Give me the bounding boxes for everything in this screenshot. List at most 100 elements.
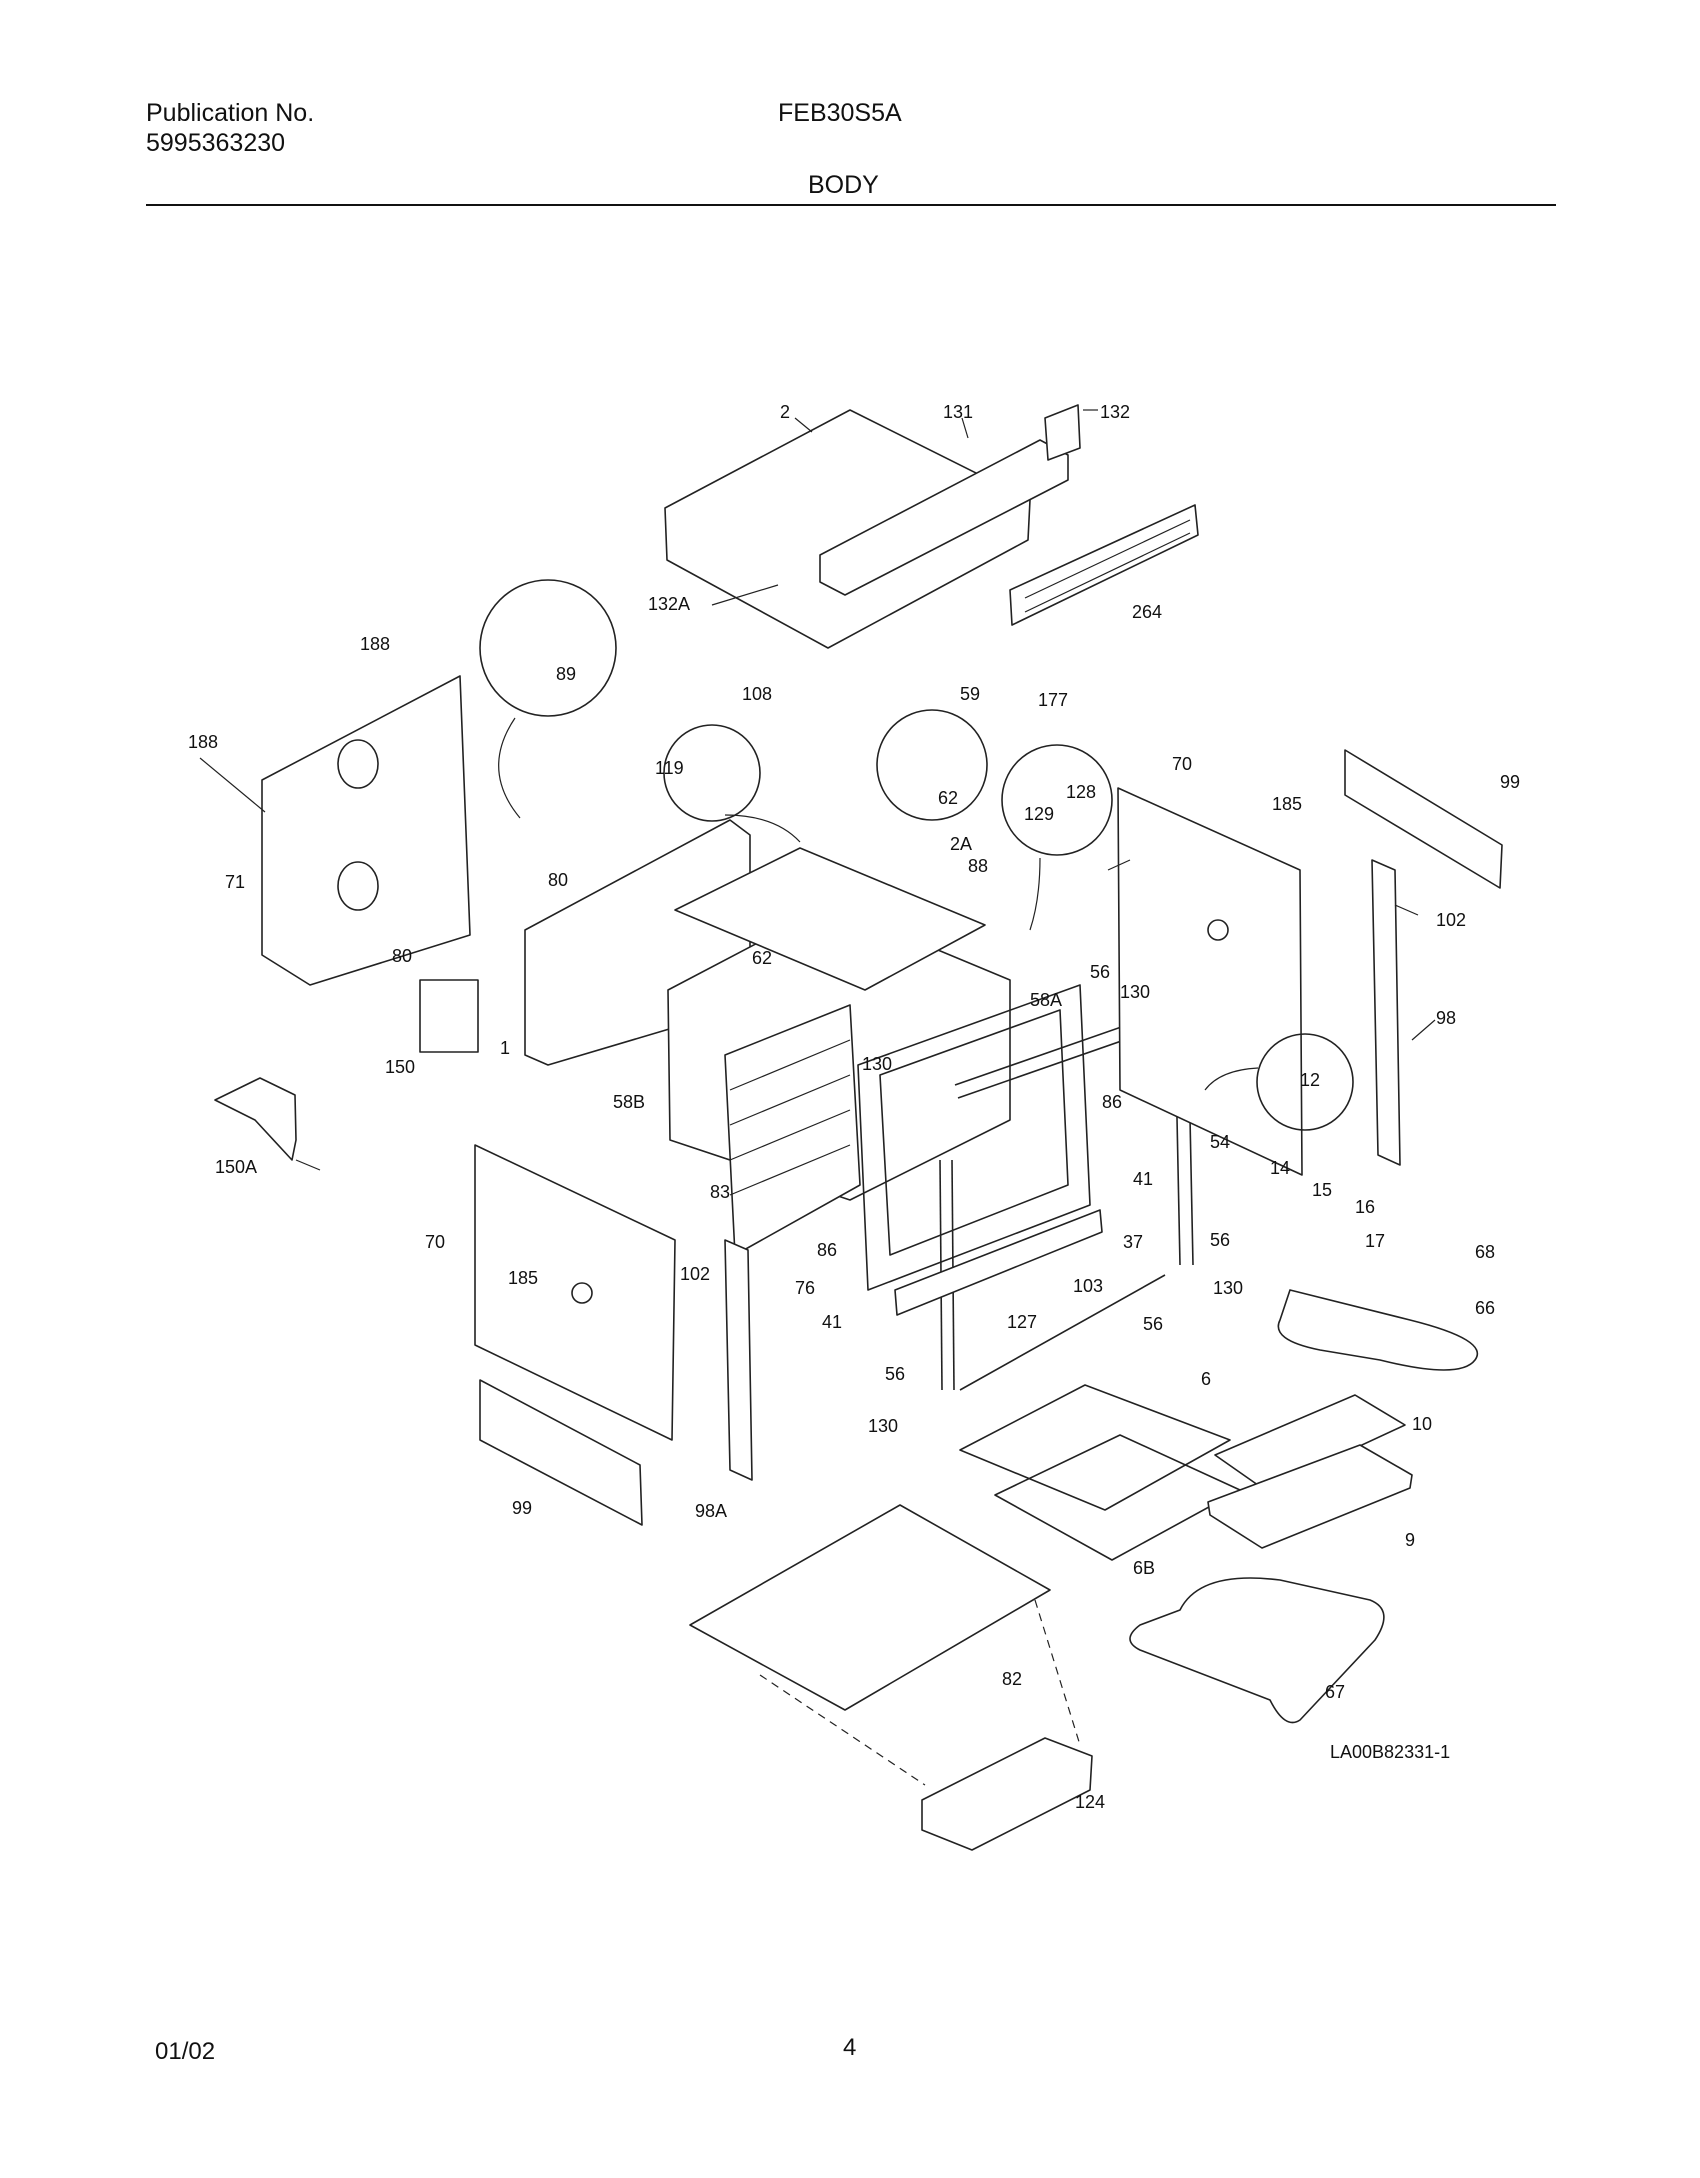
- bracket-98a: [724, 1239, 753, 1481]
- front-frame-part: [857, 984, 1091, 1291]
- panel-hole: [1207, 919, 1229, 941]
- callout-132: 132: [1100, 402, 1130, 422]
- callout-89: 89: [556, 664, 576, 684]
- side-panel-71: [261, 675, 471, 986]
- panel-hole: [571, 1282, 593, 1304]
- callout-68: 68: [1475, 1242, 1495, 1262]
- broiler-grid-10: [1214, 1394, 1406, 1491]
- inset-detail-119: [663, 724, 761, 822]
- publication-label: Publication No.: [146, 99, 315, 127]
- header-rule: [146, 204, 1556, 206]
- callout-54: 54: [1210, 1132, 1230, 1152]
- leader: [794, 417, 813, 433]
- callout-66: 66: [1475, 1298, 1495, 1318]
- arrow: [498, 717, 521, 819]
- assembly-dash: [759, 1674, 926, 1786]
- rack-6: [959, 1384, 1231, 1511]
- broiler-pan-9: [1207, 1444, 1413, 1549]
- panel-hole: [337, 739, 379, 789]
- callout-108: 108: [742, 684, 772, 704]
- callout-37: 37: [1123, 1232, 1143, 1252]
- callout-12: 12: [1300, 1070, 1320, 1090]
- leader: [199, 757, 266, 813]
- callout-264: 264: [1132, 602, 1162, 622]
- callout-80-lower: 80: [392, 946, 412, 966]
- arrow: [724, 814, 801, 843]
- callout-131: 131: [943, 402, 973, 422]
- callout-119: 119: [655, 758, 684, 778]
- callout-102-right: 102: [1436, 910, 1466, 930]
- bracket-98: [1371, 859, 1401, 1166]
- callout-62: 62: [752, 948, 772, 968]
- page-number: 4: [843, 2034, 857, 2061]
- bottom-panel-82: [689, 1504, 1051, 1711]
- trim-56-bottom: [959, 1274, 1166, 1391]
- heat-shield-103: [894, 1209, 1103, 1316]
- inset-detail-128: [1001, 744, 1113, 856]
- side-panel-70-left: [474, 1144, 676, 1441]
- callout-130-mid: 130: [862, 1054, 892, 1074]
- callout-2: 2: [780, 402, 790, 422]
- callout-6b: 6B: [1133, 1558, 1155, 1578]
- callout-99-left: 99: [512, 1498, 532, 1518]
- callout-58b: 58B: [613, 1092, 645, 1112]
- callout-59: 59: [960, 684, 980, 704]
- callout-1: 1: [500, 1038, 510, 1058]
- callout-188-left: 188: [188, 732, 218, 752]
- oven-cavity-part: [667, 904, 1011, 1256]
- callout-86-lower: 86: [817, 1240, 837, 1260]
- callout-70-left: 70: [425, 1232, 445, 1252]
- callout-102-left: 102: [680, 1264, 710, 1284]
- assembly-dash: [1034, 1599, 1081, 1746]
- leader: [1411, 1019, 1436, 1041]
- callout-17: 17: [1365, 1231, 1385, 1251]
- callout-80-upper: 80: [548, 870, 568, 890]
- arrow: [1029, 857, 1041, 931]
- callout-9: 9: [1405, 1530, 1415, 1550]
- callout-2a: 2A: [950, 834, 972, 854]
- board-99-left: [479, 1379, 643, 1526]
- callout-99-right: 99: [1500, 772, 1520, 792]
- callout-150a: 150A: [215, 1157, 257, 1177]
- callout-185-right: 185: [1272, 794, 1302, 814]
- callout-62-inset: 62: [938, 788, 958, 808]
- callout-124: 124: [1075, 1792, 1105, 1812]
- callout-41-right: 41: [1133, 1169, 1153, 1189]
- callout-130-right: 130: [1213, 1278, 1243, 1298]
- inset-detail-62: [876, 709, 988, 821]
- callout-76: 76: [795, 1278, 815, 1298]
- board-99-right: [1344, 749, 1503, 889]
- leader: [961, 417, 969, 439]
- callout-41-left: 41: [822, 1312, 842, 1332]
- callout-103: 103: [1073, 1276, 1103, 1296]
- callout-67: 67: [1325, 1682, 1345, 1702]
- callout-98: 98: [1436, 1008, 1456, 1028]
- callout-188-top: 188: [360, 634, 390, 654]
- leader: [711, 584, 779, 606]
- inset-detail-12: [1256, 1033, 1354, 1131]
- publication-number: 5995363230: [146, 129, 286, 157]
- callout-130-top: 130: [1120, 982, 1150, 1002]
- transformer-150: [419, 979, 479, 1053]
- callout-128: 128: [1066, 782, 1096, 802]
- callout-56-bottom: 56: [1143, 1314, 1163, 1334]
- oven-top-plate: [674, 847, 986, 991]
- callout-16: 16: [1355, 1197, 1375, 1217]
- callout-71: 71: [225, 872, 245, 892]
- callout-86-upper: 86: [1102, 1092, 1122, 1112]
- callout-10: 10: [1412, 1414, 1432, 1434]
- callout-98a: 98A: [695, 1501, 727, 1521]
- callout-88: 88: [968, 856, 988, 876]
- leader: [1107, 859, 1131, 871]
- panel-hole: [337, 861, 379, 911]
- callout-58a: 58A: [1030, 990, 1062, 1010]
- callout-177: 177: [1038, 690, 1068, 710]
- callout-127: 127: [1007, 1312, 1037, 1332]
- callout-130-bottom: 130: [868, 1416, 898, 1436]
- arrow: [1204, 1067, 1259, 1091]
- vent-grille-part: [1009, 504, 1199, 626]
- callout-56-right: 56: [1210, 1230, 1230, 1250]
- footer-date: 01/02: [155, 2038, 216, 2065]
- drawing-id: LA00B82331-1: [1330, 1742, 1450, 1762]
